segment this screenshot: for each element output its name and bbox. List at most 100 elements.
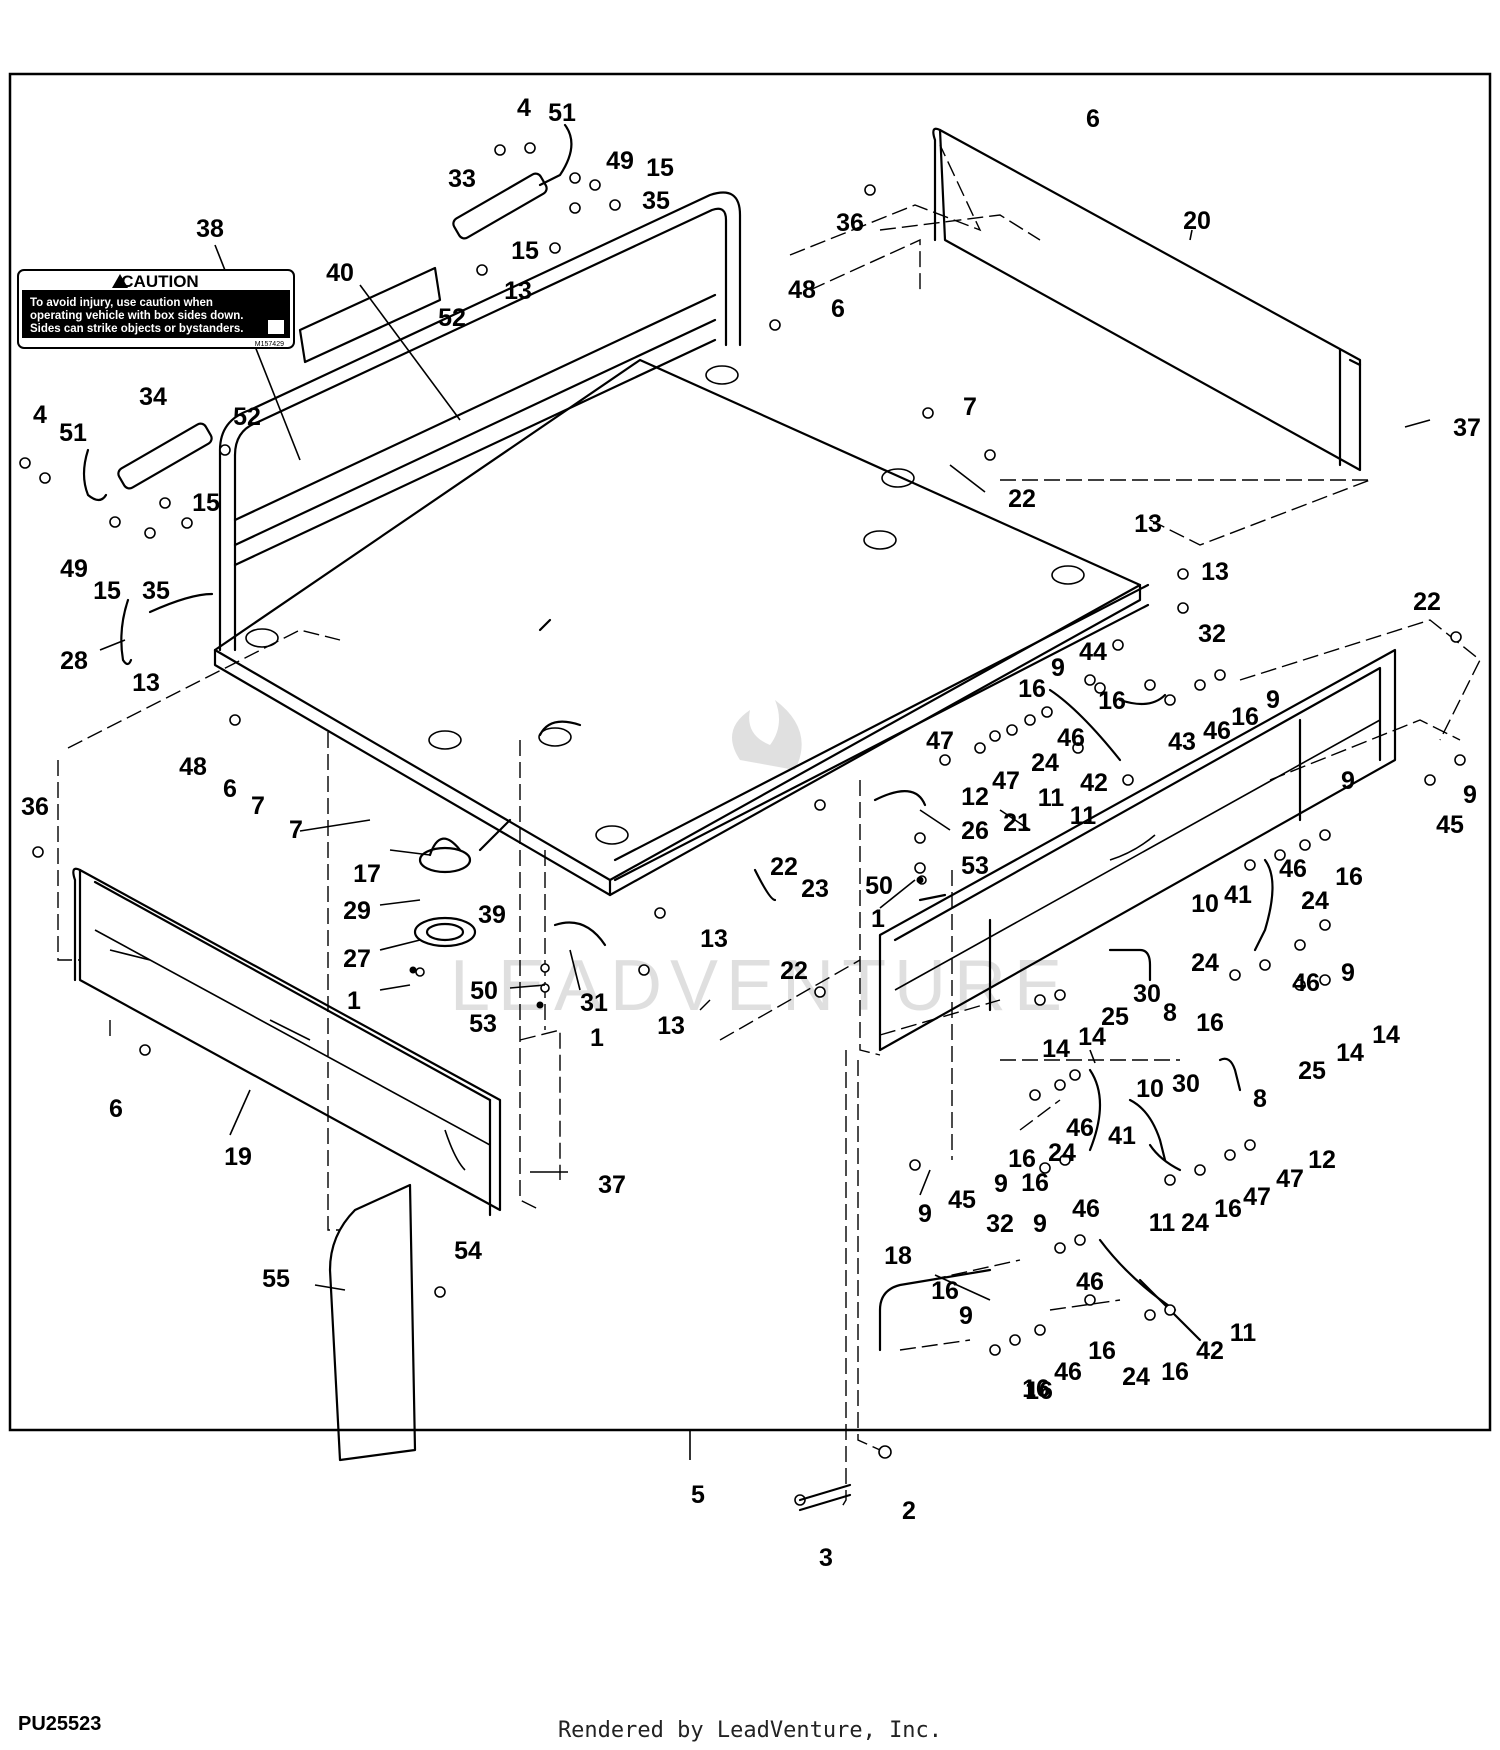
callout-46: 46	[1076, 1268, 1104, 1296]
callout-13: 13	[504, 277, 532, 305]
callout-46: 46	[1072, 1195, 1100, 1223]
callout-48: 48	[788, 276, 816, 304]
callout-24: 24	[1191, 949, 1219, 977]
callout-36: 36	[836, 209, 864, 237]
callout-43: 43	[1168, 728, 1196, 756]
callout-15: 15	[192, 489, 220, 517]
callout-24: 24	[1181, 1209, 1209, 1237]
callout-16: 16	[1025, 1377, 1053, 1405]
callout-10: 10	[1136, 1075, 1164, 1103]
latch-hardware	[82, 123, 1274, 1462]
callout-9: 9	[994, 1170, 1008, 1198]
callout-13: 13	[700, 925, 728, 953]
callout-9: 9	[1266, 686, 1280, 714]
callout-46: 46	[1054, 1358, 1082, 1386]
callout-9: 9	[1051, 654, 1065, 682]
callout-55: 55	[262, 1265, 290, 1293]
callout-38: 38	[196, 215, 224, 243]
callout-14: 14	[1042, 1035, 1070, 1063]
callout-24: 24	[1122, 1363, 1150, 1391]
callout-4: 4	[33, 401, 47, 429]
callout-25: 25	[1101, 1003, 1129, 1031]
callout-16: 16	[1008, 1145, 1036, 1173]
bolt-3	[798, 1483, 852, 1512]
callout-52: 52	[233, 403, 261, 431]
callout-16: 16	[1088, 1337, 1116, 1365]
side-panel-19	[72, 867, 502, 1217]
rear-cross-member	[613, 583, 1150, 882]
callout-11: 11	[1070, 802, 1097, 830]
callout-40: 40	[326, 259, 354, 287]
tailgate-21	[878, 648, 1397, 1052]
callout-4: 4	[517, 94, 531, 122]
callout-16: 16	[1196, 1009, 1224, 1037]
callout-25: 25	[1298, 1057, 1326, 1085]
callout-32: 32	[986, 1210, 1014, 1238]
callout-20: 20	[1183, 207, 1211, 235]
cargo-box-floor	[213, 358, 1142, 897]
callout-26: 26	[961, 817, 989, 845]
callout-49: 49	[60, 555, 88, 583]
callout-46: 46	[1203, 717, 1231, 745]
callout-11: 11	[1149, 1209, 1176, 1237]
caution-line-1: To avoid injury, use caution when	[30, 297, 213, 309]
callout-9: 9	[1463, 781, 1477, 809]
leader-lines	[99, 229, 1431, 1460]
side-panel-20	[932, 127, 1362, 472]
callout-3: 3	[819, 1544, 833, 1572]
callout-17: 17	[353, 860, 381, 888]
watermark: LEADVENTURE	[450, 700, 1062, 1026]
callout-50: 50	[470, 977, 498, 1005]
callout-6: 6	[109, 1095, 123, 1123]
callout-18: 18	[884, 1242, 912, 1270]
callout-8: 8	[1163, 999, 1177, 1027]
callout-21: 21	[1003, 809, 1031, 837]
callout-22: 22	[770, 853, 798, 881]
callout-35: 35	[642, 187, 670, 215]
callout-37: 37	[598, 1171, 626, 1199]
diagram-frame	[8, 72, 1492, 1432]
callout-1: 1	[590, 1024, 604, 1052]
callout-19: 19	[224, 1143, 252, 1171]
callout-47: 47	[1243, 1183, 1271, 1211]
callout-11: 11	[1230, 1319, 1257, 1347]
callout-15: 15	[646, 154, 674, 182]
callout-7: 7	[251, 792, 265, 820]
callout-14: 14	[1336, 1039, 1364, 1067]
callout-5: 5	[691, 1481, 705, 1509]
caution-line-2: operating vehicle with box sides down.	[30, 310, 243, 322]
dashed-guides	[57, 144, 1481, 1511]
callout-53: 53	[961, 852, 989, 880]
callout-7: 7	[963, 393, 977, 421]
callout-13: 13	[132, 669, 160, 697]
callout-16: 16	[1098, 687, 1126, 715]
callout-47: 47	[1276, 1165, 1304, 1193]
diagram-id: PU25523	[18, 1713, 102, 1735]
callout-12: 12	[961, 783, 989, 811]
callout-42: 42	[1080, 769, 1108, 797]
callout-15: 15	[93, 577, 121, 605]
callout-24: 24	[1301, 887, 1329, 915]
callout-16: 16	[931, 1277, 959, 1305]
callout-22: 22	[780, 957, 808, 985]
caution-line-3: Sides can strike objects or bystanders.	[30, 323, 243, 335]
callout-14: 14	[1078, 1023, 1106, 1051]
callout-22: 22	[1008, 485, 1036, 513]
callout-1: 1	[347, 987, 361, 1015]
callout-2: 2	[902, 1497, 916, 1525]
callout-13: 13	[657, 1012, 685, 1040]
callout-7: 7	[289, 816, 303, 844]
callout-32: 32	[1198, 620, 1226, 648]
callout-54: 54	[454, 1237, 482, 1265]
callout-22: 22	[1413, 588, 1441, 616]
callout-12: 12	[1308, 1146, 1336, 1174]
callout-46: 46	[1057, 724, 1085, 752]
callout-9: 9	[1033, 1210, 1047, 1238]
callout-16: 16	[1335, 863, 1363, 891]
callout-46: 46	[1066, 1114, 1094, 1142]
callout-52: 52	[438, 304, 466, 332]
callout-49: 49	[606, 147, 634, 175]
callout-28: 28	[60, 647, 88, 675]
callout-31: 31	[580, 989, 608, 1017]
